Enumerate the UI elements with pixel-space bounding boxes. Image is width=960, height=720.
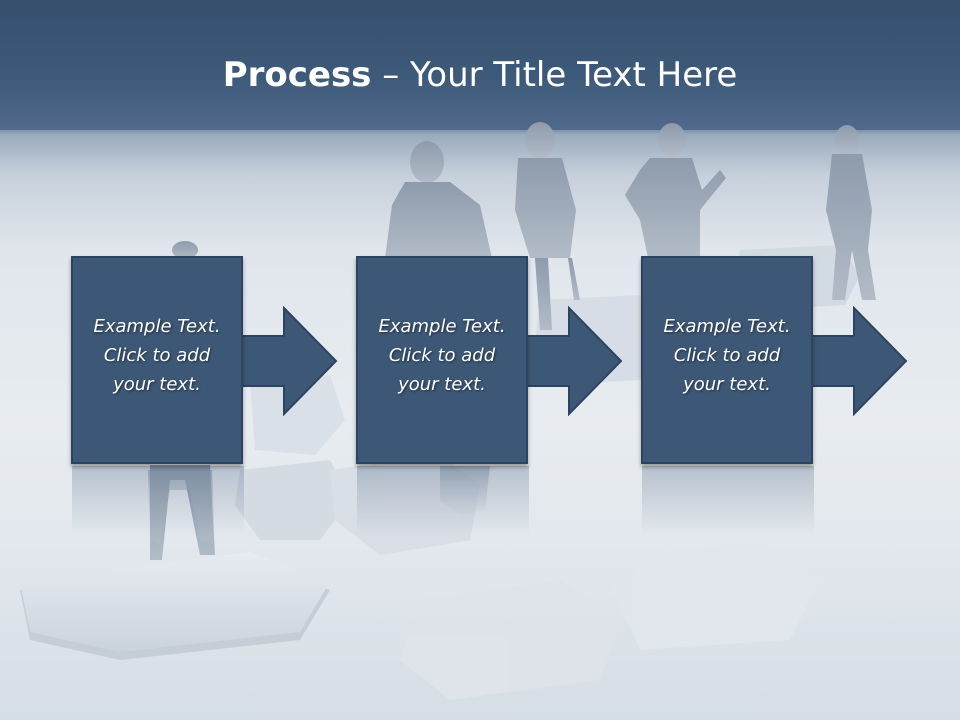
- silhouette-person-3: [515, 122, 580, 330]
- process-step-3[interactable]: Example Text. Click to add your text.: [641, 256, 813, 464]
- step-line-3: your text.: [398, 374, 486, 395]
- arrow-right-icon: [241, 306, 338, 416]
- silhouette-person-4: [625, 123, 726, 258]
- step-line-2: Click to add: [388, 345, 496, 366]
- step-line-1: Example Text.: [663, 316, 791, 337]
- silhouette-person-2: [385, 141, 492, 258]
- arrow-right-icon: [811, 306, 908, 416]
- process-step-text: Example Text. Click to add your text.: [358, 312, 526, 399]
- title-rest: – Your Title Text Here: [371, 55, 738, 95]
- step-line-2: Click to add: [103, 345, 211, 366]
- box-reflection-3: [642, 466, 814, 536]
- arrow-right-icon: [526, 306, 623, 416]
- slide-title[interactable]: Process – Your Title Text Here: [0, 50, 960, 100]
- header-band: [0, 0, 960, 130]
- silhouette-person-5: [826, 125, 876, 300]
- process-step-text: Example Text. Click to add your text.: [643, 312, 811, 399]
- step-line-3: your text.: [113, 374, 201, 395]
- step-line-3: your text.: [683, 374, 771, 395]
- title-bold: Process: [222, 55, 372, 95]
- process-step-text: Example Text. Click to add your text.: [73, 312, 241, 399]
- process-step-2[interactable]: Example Text. Click to add your text.: [356, 256, 528, 464]
- process-step-1[interactable]: Example Text. Click to add your text.: [71, 256, 243, 464]
- box-reflection-2: [357, 466, 529, 536]
- step-line-2: Click to add: [673, 345, 781, 366]
- step-line-1: Example Text.: [378, 316, 506, 337]
- box-reflection-1: [72, 466, 244, 536]
- step-line-1: Example Text.: [93, 316, 221, 337]
